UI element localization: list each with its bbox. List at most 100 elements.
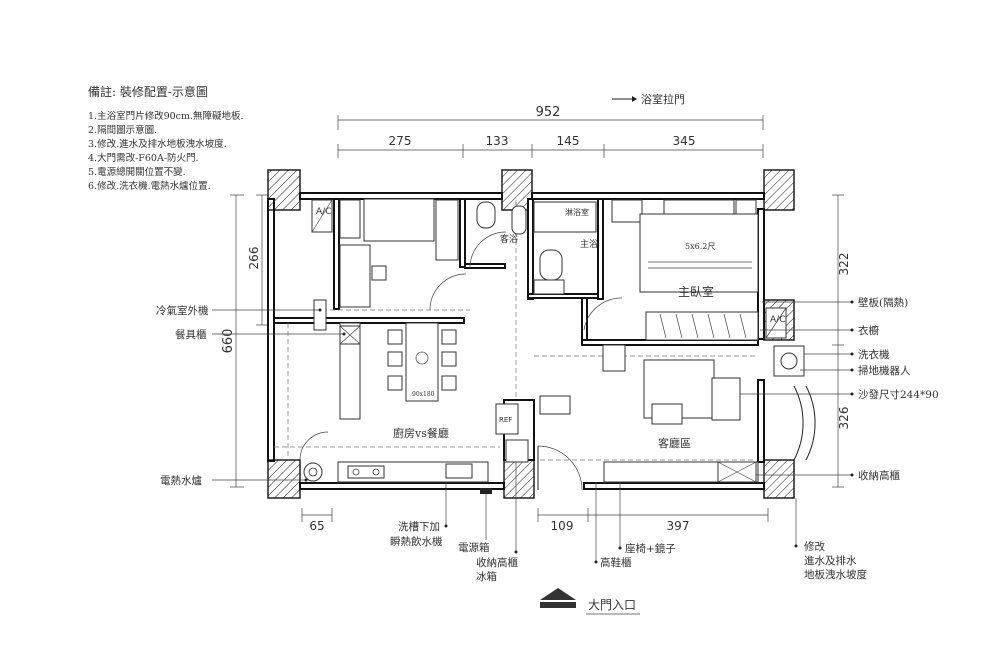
sideboard [339, 322, 361, 420]
master-bath: 淋浴室 主浴 [533, 201, 598, 295]
dining-chair [387, 375, 403, 391]
dining-chair [387, 329, 403, 345]
note-item: 4.大門需改-F60A-防火門. [88, 152, 199, 164]
dim-overall-width: 952 [536, 105, 561, 120]
table-size-label: 90x180 [412, 391, 435, 398]
washer [773, 345, 805, 377]
bay-window [793, 385, 804, 461]
column-top-left [267, 169, 301, 211]
dim-right-bottom: 326 [837, 407, 851, 430]
callout-sink-line2: 瞬熱飲水機 [390, 535, 443, 548]
dim-left-top: 266 [247, 247, 261, 270]
entrance-label: 大門入口 [588, 598, 636, 612]
right-callouts: 壁板(隔熱) 衣櫥 洗衣機 掃地機器人 沙發尺寸244*90 收納高櫃 [740, 296, 939, 482]
ac-unit-right: A/C [765, 307, 787, 339]
dim-segment-3: 145 [557, 134, 580, 148]
guest-bath: 客浴 [469, 201, 527, 269]
headboard [663, 199, 735, 215]
interior-walls [273, 198, 759, 461]
callout-drain-line3: 地板洩水坡度 [804, 568, 867, 581]
desk [339, 244, 371, 308]
dim-bottom-right: 397 [667, 519, 690, 533]
bench [539, 395, 571, 415]
arrow-right-icon [632, 96, 637, 102]
triangle-up-icon [540, 588, 576, 600]
callout-sofa-size: 沙發尺寸244*90 [858, 388, 939, 401]
bed [639, 213, 759, 293]
bed-small [363, 198, 435, 242]
fridge-label: REF [499, 416, 512, 424]
wardrobe [645, 311, 759, 341]
guest-bath-label: 客浴 [500, 233, 518, 245]
note-item: 2.隔間圖示意圖. [88, 124, 157, 136]
toilet-master [539, 249, 563, 281]
shower-label: 淋浴室 [565, 207, 589, 217]
callout-drain-line2: 進水及排水 [804, 554, 857, 567]
note-item: 6.修改.洗衣機.電熱水爐位置. [88, 180, 211, 192]
ac-label-right: A/C [770, 315, 785, 325]
entrance-marker: 大門入口 [540, 588, 640, 615]
dim-left-overall: 660 [221, 329, 236, 354]
callout-tall-storage: 收納高櫃 [858, 469, 900, 482]
coffee-table [651, 403, 683, 425]
flower-icon [415, 351, 429, 365]
callout-washer: 洗衣機 [858, 348, 890, 361]
left-callouts: 冷氣室外機 餐具櫃 電熱水爐 [156, 304, 346, 487]
ac-label-left: A/C [316, 207, 331, 217]
bottom-dimensions: 65 109 397 [301, 508, 769, 533]
sliding-door-legend: 浴室拉門 [612, 92, 685, 106]
sink [445, 463, 473, 479]
note-item: 1.主浴室門片修改90cm.無障礙地板. [88, 110, 244, 122]
dim-segment-4: 345 [673, 134, 696, 148]
kitchen-dining: 90x180 廚房vs餐廳 REF [299, 299, 529, 483]
dining-table [405, 322, 439, 402]
master-bath-label: 主浴 [580, 238, 598, 250]
toilet [476, 201, 496, 229]
callout-wardrobe: 衣櫥 [858, 324, 879, 337]
callout-bench-mirror: 座椅+鏡子 [625, 542, 676, 555]
column-top-right [763, 169, 795, 211]
washer-area [773, 345, 816, 461]
notes-list: 1.主浴室門片修改90cm.無障礙地板. 2.隔間圖示意圖. 3.修改.進水及排… [88, 110, 244, 192]
master-bedroom: 5x6.2尺 主臥室 [583, 199, 759, 341]
kitchen-dining-label: 廚房vs餐廳 [393, 426, 449, 440]
callout-drain-line1: 修改 [804, 540, 825, 553]
cabinet-small [435, 199, 459, 261]
callout-robot-vacuum: 掃地機器人 [858, 364, 911, 377]
note-item: 5.電源總開關位置不變. [88, 166, 186, 178]
callout-wall-panel: 壁板(隔熱) [858, 296, 908, 309]
right-dimensions: 322 326 [832, 194, 851, 488]
fridge [495, 403, 519, 435]
callout-sink-line1: 洗槽下加 [398, 521, 440, 533]
chair [371, 265, 387, 281]
ac-unit-left: A/C [311, 199, 333, 233]
dining-chair [441, 375, 457, 391]
door-swing [299, 431, 329, 461]
study-room [339, 198, 467, 311]
column-bottom-mid [503, 459, 535, 499]
shower-area [533, 201, 597, 233]
note-item: 3.修改.進水及排水地板洩水坡度. [88, 138, 227, 150]
sofa-chaise [711, 377, 741, 421]
living-room: 客廳區 [537, 344, 759, 491]
column-bottom-left [267, 459, 301, 499]
callout-power-box: 電源箱 [458, 541, 490, 554]
storage-tall [505, 439, 529, 463]
callout-storage-line1: 收納高櫃 [476, 556, 518, 569]
door-swing [429, 273, 467, 311]
callout-shoe-cabinet: 高鞋櫃 [600, 556, 632, 569]
living-room-label: 客廳區 [658, 436, 691, 450]
top-dimensions: 952 275 133 145 345 [337, 105, 764, 158]
dim-right-top: 322 [837, 253, 851, 276]
callout-ac-outdoor: 冷氣室外機 [156, 304, 209, 317]
nightstand-left [611, 199, 643, 223]
callout-water-heater: 電熱水爐 [160, 474, 202, 487]
wardrobe-small [339, 199, 361, 239]
vanity [533, 279, 565, 295]
entry-door-swing [537, 445, 583, 491]
ac-outdoor-unit [313, 299, 327, 331]
door-swing [469, 231, 507, 269]
dim-segment-2: 133 [486, 134, 509, 148]
door-swing [583, 297, 623, 331]
